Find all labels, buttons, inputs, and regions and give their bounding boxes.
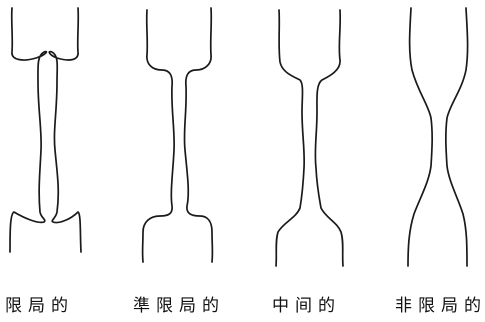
specimen-non-localized: 非限局的	[395, 8, 485, 316]
specimen-quasi-localized-right-edge	[184, 8, 212, 262]
specimen-intermediate-label: 中间的	[272, 296, 341, 316]
specimen-localized: 限局的	[5, 8, 81, 316]
specimen-localized-label: 限局的	[5, 296, 74, 316]
specimen-intermediate-right-edge	[315, 10, 343, 266]
specimen-intermediate-left-edge	[276, 10, 304, 266]
specimen-localized-left-edge	[10, 8, 46, 252]
specimen-intermediate: 中间的	[272, 10, 343, 316]
specimen-quasi-localized: 準限局的	[133, 8, 225, 316]
specimen-non-localized-right-edge	[446, 8, 468, 266]
specimen-non-localized-left-edge	[408, 8, 432, 266]
specimen-non-localized-label: 非限局的	[395, 296, 485, 316]
specimen-quasi-localized-left-edge	[143, 10, 175, 262]
specimen-quasi-localized-label: 準限局的	[133, 296, 225, 316]
specimen-localized-right-edge	[49, 8, 81, 252]
